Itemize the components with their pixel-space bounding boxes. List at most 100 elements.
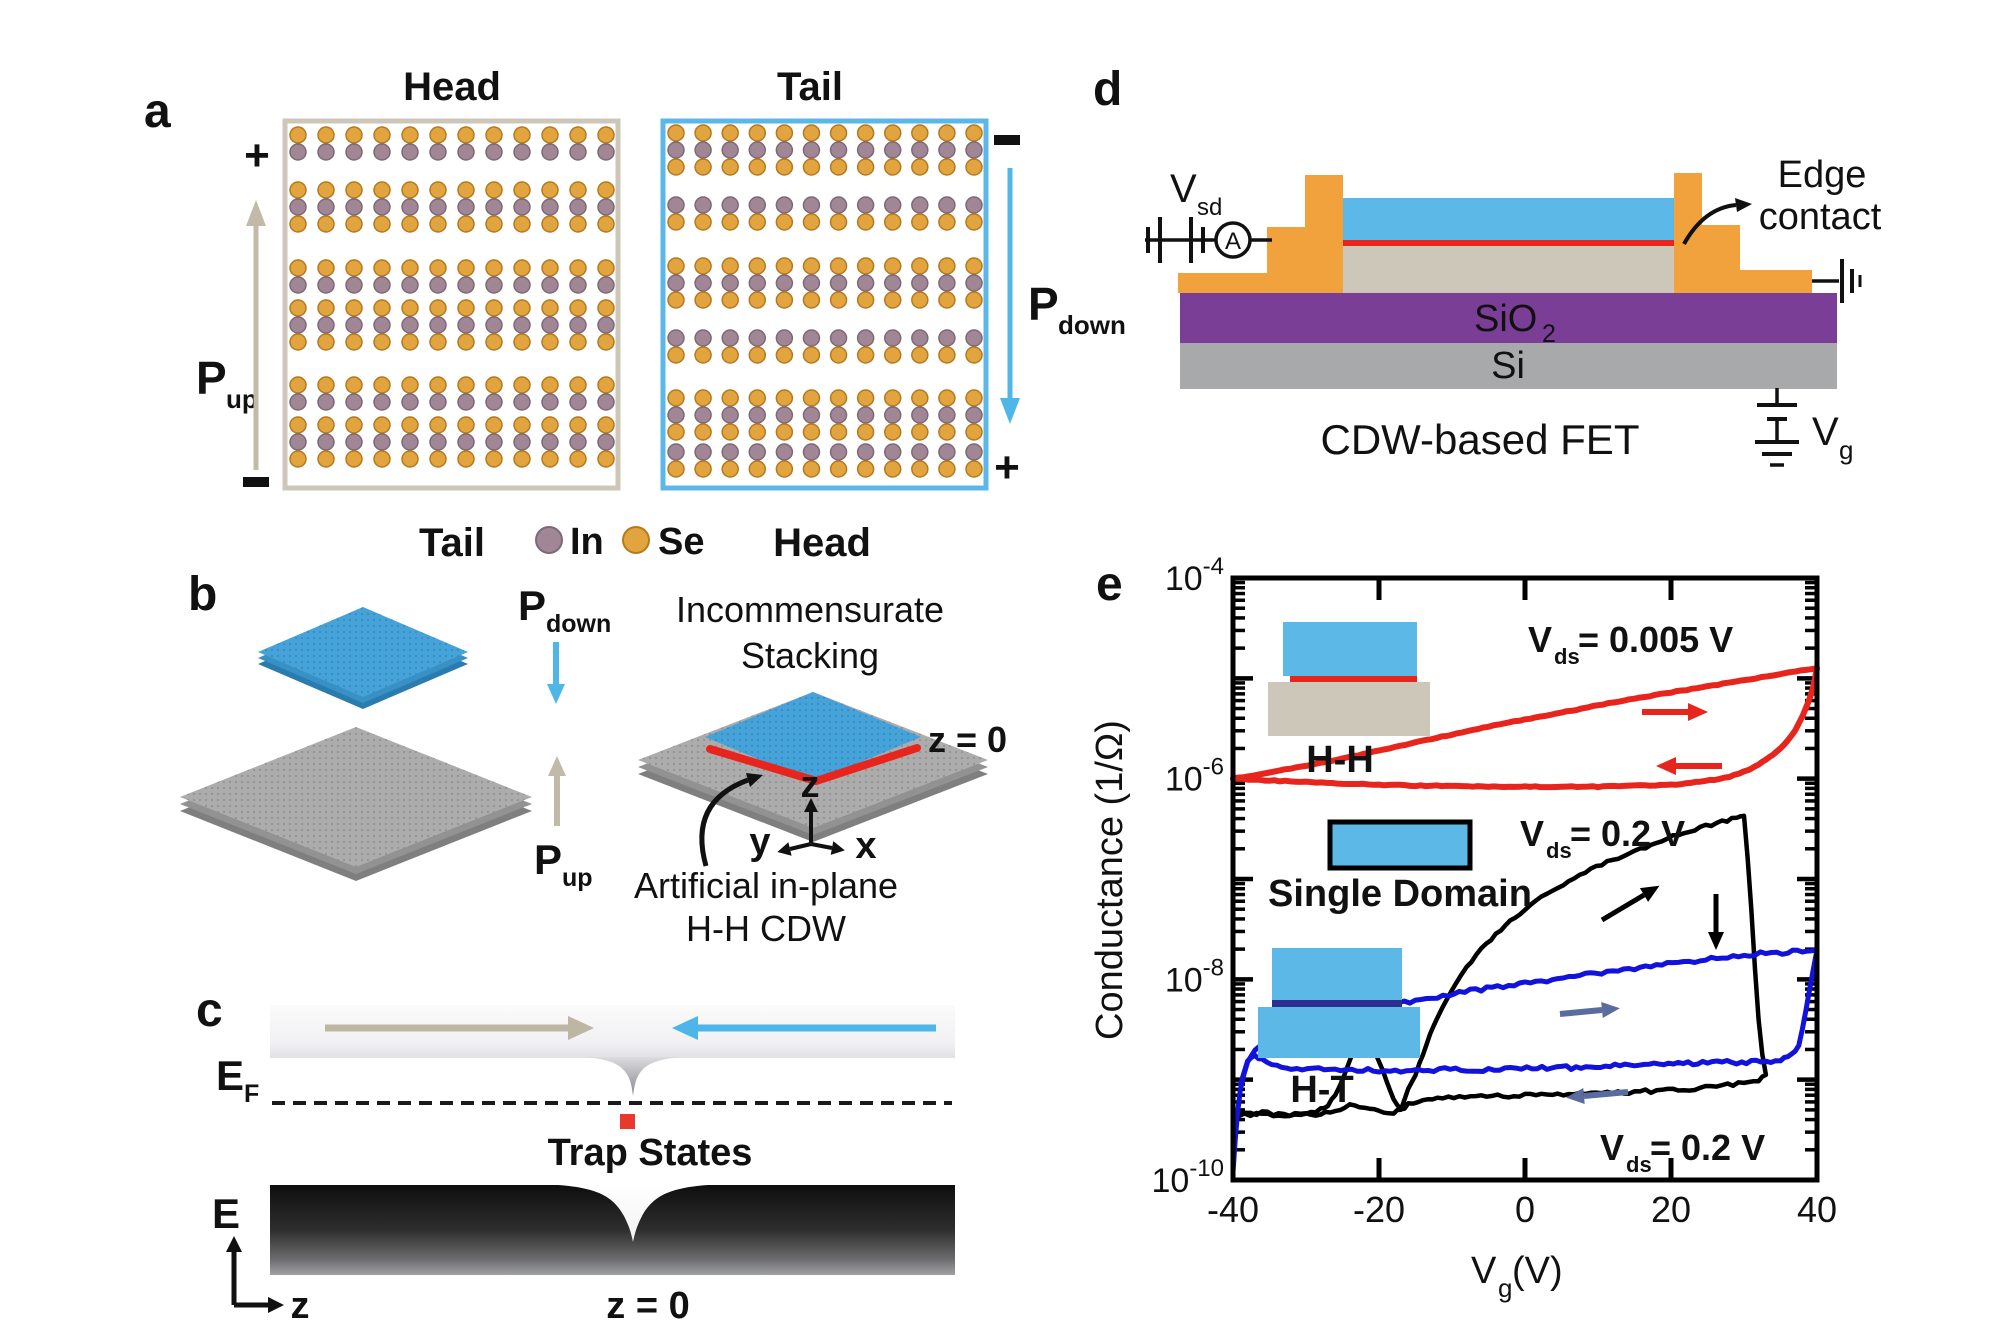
vg-label: V xyxy=(1812,410,1839,454)
in-atom xyxy=(775,443,794,461)
se-atom xyxy=(317,333,335,351)
in-atom xyxy=(748,329,767,347)
se-atom xyxy=(721,257,739,275)
se-atom xyxy=(911,257,929,275)
p-down-arrow-head xyxy=(1000,398,1020,424)
in-atom xyxy=(345,393,363,411)
in-atom xyxy=(911,274,929,292)
se-atom xyxy=(938,423,956,441)
ammeter-icon xyxy=(1214,221,1252,259)
blue-sweep-left-arrow-head xyxy=(1566,1088,1585,1104)
se-atom xyxy=(667,158,685,176)
se-atom xyxy=(938,291,956,309)
se-atom xyxy=(802,257,821,275)
in-atom xyxy=(597,276,615,294)
se-atom xyxy=(965,291,983,309)
vsd-label: V xyxy=(1170,167,1197,211)
se-atom xyxy=(883,389,902,407)
se-atom xyxy=(829,291,848,309)
fermi-label: E xyxy=(216,1052,244,1099)
energy-axis-arrow-head xyxy=(226,1236,242,1252)
in-atom xyxy=(457,198,475,216)
se-atom xyxy=(667,423,685,441)
in-atom xyxy=(883,406,902,424)
in-atom xyxy=(748,141,767,159)
plus-sign-left: + xyxy=(244,131,270,180)
se-atom xyxy=(429,333,447,351)
se-atom xyxy=(429,450,447,468)
stacking-title-1: Incommensurate xyxy=(676,589,944,630)
in-atom xyxy=(938,329,956,347)
se-atom xyxy=(457,181,475,199)
right-edge-contact xyxy=(1674,173,1812,293)
y-tick-label: 10-6 xyxy=(1165,754,1224,799)
black-sweep-down-arrow-head xyxy=(1708,932,1724,950)
in-atom xyxy=(938,443,956,461)
se-atom xyxy=(856,257,875,275)
curve-single-domain xyxy=(1230,813,1769,1119)
in-atom xyxy=(289,276,307,294)
se-atom xyxy=(513,215,531,233)
panel-a-label: a xyxy=(144,85,171,138)
se-atom xyxy=(667,389,685,407)
se-atom xyxy=(569,450,587,468)
x-tick-label: -40 xyxy=(1207,1189,1259,1230)
se-atom xyxy=(485,376,503,394)
stacked-flakes xyxy=(638,692,988,842)
panel-a-title-right: Tail xyxy=(777,65,843,109)
se-atom xyxy=(485,299,503,317)
p-down-flake-label: P xyxy=(518,582,546,629)
ht-label: H-T xyxy=(1290,1069,1353,1111)
in-atom xyxy=(748,274,767,292)
in-atom xyxy=(694,141,712,159)
x-axis-arrow xyxy=(810,842,833,850)
se-atom xyxy=(667,460,685,478)
axis-z-label: z xyxy=(801,764,820,806)
in-atom xyxy=(485,143,503,161)
se-atom xyxy=(775,213,794,231)
se-atom xyxy=(401,416,419,434)
panel-b: b P down P up Incommensurate Stacking xyxy=(180,568,1007,949)
in-atom xyxy=(597,198,615,216)
se-atom xyxy=(694,213,712,231)
in-atom xyxy=(373,316,391,334)
se-atom xyxy=(485,416,503,434)
svg-text:V: V xyxy=(1471,1250,1497,1292)
se-atom xyxy=(938,389,956,407)
se-atom xyxy=(429,299,447,317)
minus-sign-right xyxy=(994,135,1020,145)
se-atom xyxy=(485,126,503,144)
in-atom xyxy=(667,196,685,214)
se-atom xyxy=(513,181,531,199)
z0-band-label: z = 0 xyxy=(606,1285,689,1327)
in-atom xyxy=(856,443,875,461)
se-atom xyxy=(829,346,848,364)
in-atom xyxy=(317,143,335,161)
p-up-label: P xyxy=(196,352,227,404)
in-atom xyxy=(694,406,712,424)
se-atom xyxy=(911,389,929,407)
se-atom xyxy=(965,124,983,142)
se-atom xyxy=(289,416,307,434)
se-atom xyxy=(748,389,767,407)
in-atom xyxy=(856,141,875,159)
in-atom xyxy=(317,198,335,216)
se-atom xyxy=(485,181,503,199)
se-atom xyxy=(883,460,902,478)
edge-contact-line-1: Edge xyxy=(1778,154,1867,196)
in-atom xyxy=(513,316,531,334)
inse-top-flake xyxy=(1343,198,1674,240)
y-tick-label: 10-8 xyxy=(1165,954,1224,999)
se-atom xyxy=(485,450,503,468)
in-atom xyxy=(883,141,902,159)
svg-text:ds: ds xyxy=(1626,1152,1652,1177)
se-atom xyxy=(569,416,587,434)
in-atom xyxy=(775,406,794,424)
panel-b-label: b xyxy=(188,568,217,621)
se-atom xyxy=(694,423,712,441)
se-atom xyxy=(513,450,531,468)
in-atom xyxy=(721,141,739,159)
se-atom xyxy=(457,416,475,434)
hh-cdw-interface-line xyxy=(706,744,921,786)
